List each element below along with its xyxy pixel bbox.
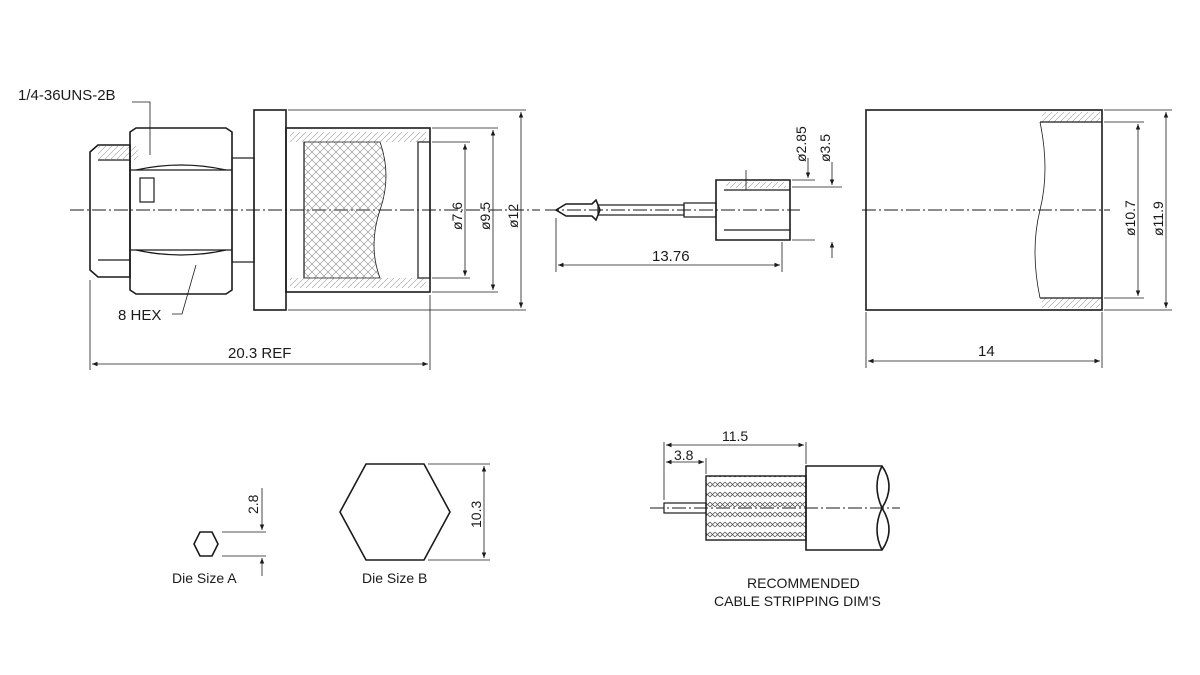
ferrule-view: 14 ø10.7 ø11.9 bbox=[862, 109, 1172, 368]
die-a-hex bbox=[193, 531, 219, 557]
sleeve-end bbox=[417, 141, 431, 279]
pin-barrel bbox=[715, 179, 791, 241]
hex-label: 8 HEX bbox=[118, 307, 161, 324]
hex-leader bbox=[172, 264, 197, 315]
die-a-dim-label: 2.8 bbox=[245, 494, 261, 514]
dia-large-label: ø12 bbox=[505, 204, 521, 228]
hex-arc-2 bbox=[135, 249, 227, 256]
die-b-dim-label: 10.3 bbox=[468, 501, 484, 528]
center-pin-view: 13.76 ø2.85 ø3.5 bbox=[545, 126, 842, 272]
ferrule-hatch-bot bbox=[1042, 298, 1100, 308]
cable-jacket-break bbox=[876, 465, 883, 551]
sleeve-hatch-top bbox=[290, 132, 426, 142]
hex-body bbox=[129, 127, 233, 295]
coupling-nut-front bbox=[89, 144, 131, 278]
connector-side-view: 1/4-36UNS-2B 8 HEX 20.3 REF ø7.6 ø9.5 ø1… bbox=[18, 87, 540, 370]
barrel-hatch bbox=[726, 182, 786, 188]
thread-hatch bbox=[98, 146, 138, 160]
ferrule-hatch-top bbox=[1042, 112, 1100, 122]
pin-length-label: 13.76 bbox=[652, 248, 690, 265]
thread-label: 1/4-36UNS-2B bbox=[18, 87, 116, 104]
die-b-caption: Die Size B bbox=[362, 570, 427, 586]
cable-braid bbox=[705, 475, 807, 541]
cable-stripping-view: 11.5 3.8 RECOMMENDED CABLE STRIPPING DIM… bbox=[650, 428, 900, 609]
ferrule-dia-outer-label: ø11.9 bbox=[1150, 201, 1166, 236]
die-b-hex bbox=[339, 463, 451, 561]
hex-slot bbox=[139, 177, 155, 203]
die-a-view: 2.8 Die Size A bbox=[172, 488, 266, 586]
dia-mid-label: ø9.5 bbox=[477, 202, 493, 230]
die-b-view: 10.3 Die Size B bbox=[339, 463, 490, 586]
braid-mesh bbox=[303, 141, 387, 279]
cable-caption-1: RECOMMENDED bbox=[747, 575, 860, 591]
cable-total-label: 11.5 bbox=[722, 428, 748, 444]
length-label: 20.3 REF bbox=[228, 345, 291, 362]
cable-caption-2: CABLE STRIPPING DIM'S bbox=[714, 593, 881, 609]
pin-dia-inner-label: ø2.85 bbox=[793, 126, 809, 162]
ferrule-break-line bbox=[1034, 121, 1046, 299]
die-a-caption: Die Size A bbox=[172, 570, 237, 586]
hex-arc-1 bbox=[135, 164, 227, 171]
cable-pin-label: 3.8 bbox=[674, 447, 694, 463]
pin-dia-outer-label: ø3.5 bbox=[817, 134, 833, 162]
sleeve-hatch-bottom bbox=[290, 278, 426, 288]
ferrule-length-label: 14 bbox=[978, 343, 995, 360]
pin-tip bbox=[554, 198, 601, 222]
ferrule-outer bbox=[865, 109, 1103, 311]
ferrule-dia-inner-label: ø10.7 bbox=[1122, 200, 1138, 236]
dia-small-label: ø7.6 bbox=[449, 202, 465, 230]
thread-leader bbox=[132, 101, 151, 155]
